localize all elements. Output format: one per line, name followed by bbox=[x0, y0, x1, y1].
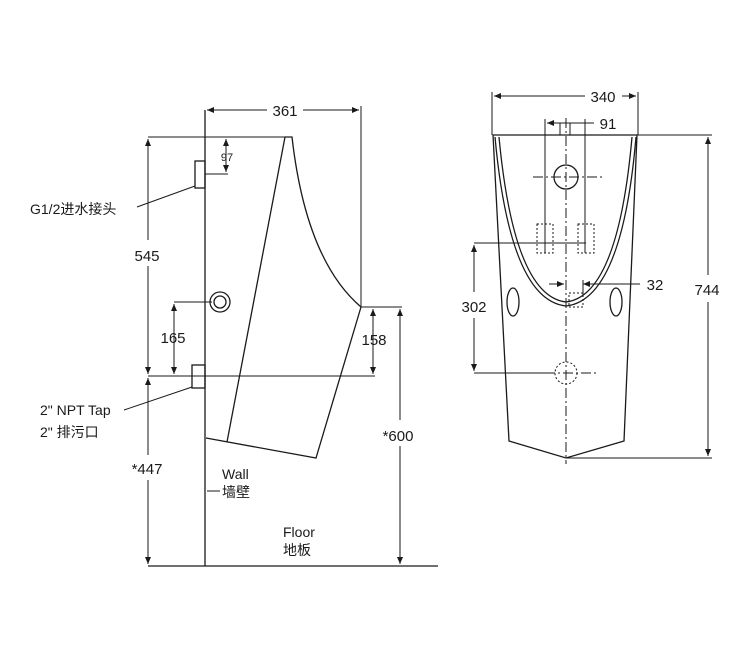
dim-97: 97 bbox=[221, 152, 233, 164]
side-view: 361 97 545 165 158 *600 *447 G1/2进水接头 2"… bbox=[30, 103, 438, 567]
outlet-hidden bbox=[568, 292, 584, 308]
outlet-circle-inner bbox=[213, 295, 227, 309]
drain-label-en: 2" NPT Tap bbox=[40, 402, 111, 418]
wall-label-cn: 墙壁 bbox=[222, 484, 250, 500]
dim-165: 165 bbox=[160, 330, 185, 347]
fixing-hole-right bbox=[609, 287, 623, 317]
dim-600: *600 bbox=[383, 428, 414, 445]
wall-label-en: Wall bbox=[222, 466, 249, 482]
floor-label-en: Floor bbox=[283, 524, 315, 540]
dim-744: 744 bbox=[694, 282, 719, 299]
dim-545: 545 bbox=[134, 248, 159, 265]
dim-91: 91 bbox=[600, 116, 617, 133]
dim-158: 158 bbox=[361, 332, 386, 349]
outlet-circle bbox=[209, 291, 231, 313]
urinal-front-outline bbox=[492, 134, 638, 459]
floor-label-cn: 地板 bbox=[283, 542, 311, 558]
dim-361: 361 bbox=[272, 103, 297, 120]
dim-447: *447 bbox=[132, 461, 163, 478]
inlet-label: G1/2进水接头 bbox=[30, 201, 116, 217]
drain-leader bbox=[123, 386, 193, 411]
urinal-side-profile bbox=[205, 136, 362, 459]
inlet-leader bbox=[136, 185, 196, 208]
dim-32: 32 bbox=[647, 277, 664, 294]
fixing-hole-left bbox=[506, 287, 520, 317]
inlet-connector bbox=[194, 160, 206, 189]
front-view: 340 91 744 302 32 bbox=[461, 89, 720, 464]
bracket-right bbox=[577, 223, 595, 254]
inlet-slot bbox=[559, 122, 571, 136]
drain-label-cn: 2" 排污口 bbox=[40, 424, 99, 440]
dim-302: 302 bbox=[461, 299, 486, 316]
dim-340: 340 bbox=[590, 89, 615, 106]
